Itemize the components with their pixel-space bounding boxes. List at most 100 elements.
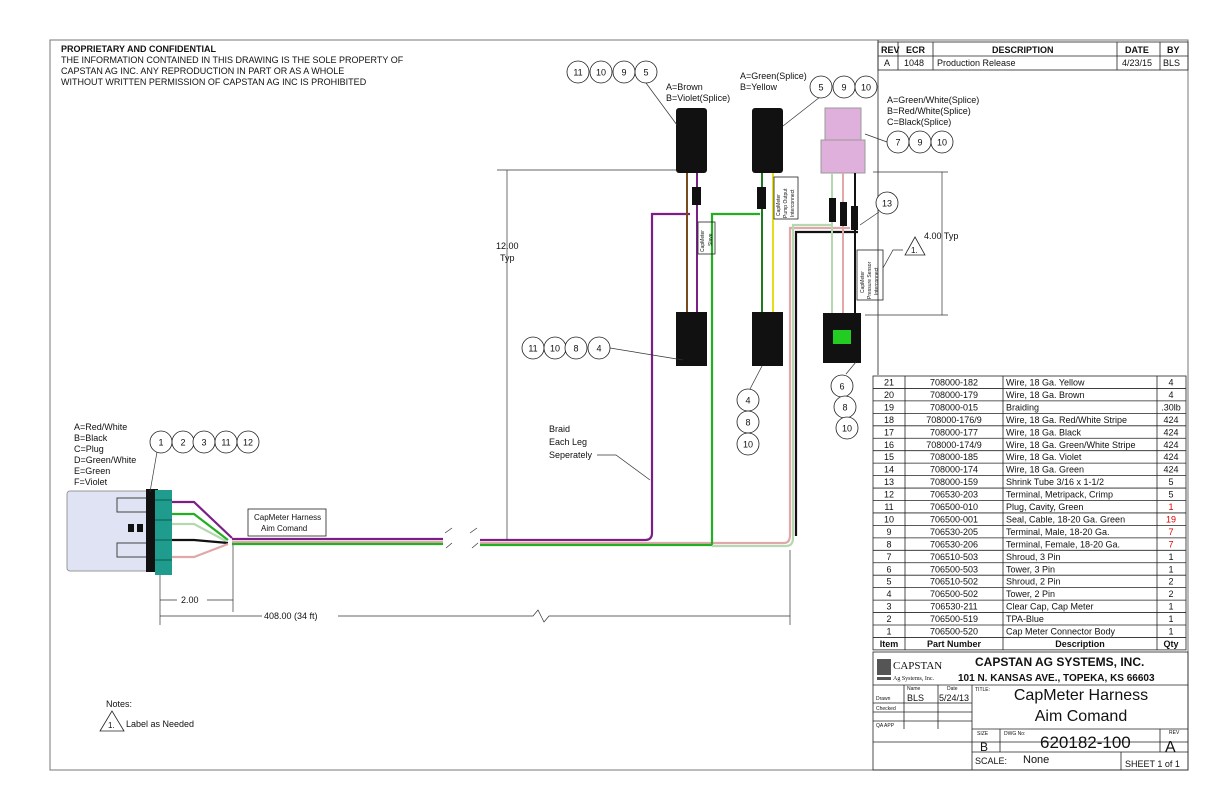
bom-header: Qty: [1163, 639, 1178, 649]
bom-header: Description: [1055, 639, 1105, 649]
label-text: Checked: [876, 706, 896, 712]
label-text: 9: [621, 68, 626, 78]
bom-qty: 1: [1168, 614, 1173, 624]
bom-qty: .30lb: [1161, 402, 1181, 412]
connector-shroud-3: [820, 107, 866, 363]
item-balloon: 8: [564, 336, 588, 360]
label-text: REV: [1169, 730, 1180, 736]
bom-item: 15: [884, 452, 894, 462]
date-value: 4/23/15: [1122, 58, 1152, 68]
drawing-title: CapMeter Harness: [1014, 687, 1148, 704]
bom-qty: 1: [1168, 602, 1173, 612]
ecr-value: 1048: [904, 58, 924, 68]
bom-part-number: 708000-174: [930, 465, 978, 475]
proprietary-notice: PROPRIETARY AND CONFIDENTIAL THE INFORMA…: [61, 44, 404, 87]
label-text: Typ: [500, 253, 515, 263]
label-text: CapMeter: [700, 230, 706, 252]
label-text: 11: [573, 68, 582, 78]
slave-label: CapMeter Slave: [697, 221, 716, 255]
label-text: 10: [596, 68, 606, 78]
bom-description: Tower, 3 Pin: [1006, 564, 1055, 574]
bom-part-number: 706500-001: [930, 514, 978, 524]
label-text: TITLE:: [975, 687, 990, 693]
drawn-by: BLS: [907, 693, 924, 703]
bom-part-number: 708000-185: [930, 452, 978, 462]
bom-description: Seal, Cable, 18-20 Ga. Green: [1006, 514, 1125, 524]
bom-description: Shrink Tube 3/16 x 1-1/2: [1006, 477, 1104, 487]
bom-item: 8: [886, 539, 891, 549]
label-text: 11: [528, 344, 537, 354]
label-text: CapMeter: [860, 271, 866, 293]
bom-item: 2: [886, 614, 891, 624]
drawn-date: 5/24/13: [939, 693, 969, 703]
notice-line: WITHOUT WRITTEN PERMISSION OF CAPSTAN AG…: [61, 77, 367, 87]
bom-description: Terminal, Metripack, Crimp: [1006, 490, 1113, 500]
bom-part-number: 706500-502: [930, 589, 978, 599]
bom-qty: 7: [1168, 527, 1173, 537]
item-balloon: 4: [736, 388, 760, 412]
bom-qty: 7: [1168, 539, 1173, 549]
bom-part-number: 706530-211: [930, 602, 977, 612]
label-text: 4.00 Typ: [924, 231, 958, 241]
notice-line: CAPSTAN AG INC. ANY REPRODUCTION IN PART…: [61, 66, 344, 76]
label-text: 5: [818, 83, 823, 93]
bom-item: 18: [884, 415, 894, 425]
label-text: 6: [839, 382, 844, 392]
label-text: E=Green: [74, 466, 110, 476]
label-text: A=Green(Splice): [740, 71, 807, 81]
bom-item: 21: [884, 378, 894, 388]
bom-description: Terminal, Male, 18-20 Ga.: [1006, 527, 1110, 537]
capstan-logo: CAPSTAN Ag Systems, Inc.: [877, 659, 942, 682]
connector-2-pinout: A=Green(Splice) B=Yellow: [740, 71, 807, 92]
notice-heading: PROPRIETARY AND CONFIDENTIAL: [61, 44, 217, 54]
bom-description: Wire, 18 Ga. Violet: [1006, 452, 1082, 462]
label-text: C=Black(Splice): [887, 117, 951, 127]
rev-header: REV: [881, 45, 900, 55]
label-text: CapMeter Harness: [254, 513, 321, 522]
label-text: 5: [643, 68, 648, 78]
connector-body: [155, 490, 172, 575]
bom-part-number: 708000-015: [930, 402, 978, 412]
bom-item: 11: [884, 502, 893, 512]
connector-3-pinout: A=Green/White(Splice) B=Red/White(Splice…: [887, 95, 979, 127]
label-text: Interconnect: [874, 267, 880, 295]
bom-item: 6: [886, 564, 891, 574]
label-text: 408.00 (34 ft): [264, 611, 318, 621]
label-text: Braid: [549, 424, 570, 434]
label-text: Notes:: [106, 699, 132, 709]
description-value: Production Release: [937, 58, 1016, 68]
by-value: BLS: [1163, 58, 1180, 68]
item-balloon: 6: [830, 374, 854, 398]
bom-description: Clear Cap, Cap Meter: [1006, 602, 1094, 612]
bom-item: 5: [886, 577, 891, 587]
bom-item: 13: [884, 477, 894, 487]
item-balloon: 1: [149, 430, 173, 454]
bom-description: Cap Meter Connector Body: [1006, 627, 1116, 637]
notice-line: THE INFORMATION CONTAINED IN THIS DRAWIN…: [61, 55, 404, 65]
bom-qty: 19: [1166, 514, 1176, 524]
bom-item: 7: [886, 552, 891, 562]
label-text: Name: [907, 686, 921, 692]
label-text: Each Leg: [549, 437, 587, 447]
revision-table: REV ECR DESCRIPTION DATE BY A 1048 Produ…: [877, 40, 1189, 375]
bom-description: Shroud, 3 Pin: [1006, 552, 1061, 562]
dimension-4-typ: 4.00 Typ 1.: [865, 171, 958, 316]
bom-description: Tower, 2 Pin: [1006, 589, 1055, 599]
item-balloon: 2: [171, 430, 195, 454]
label-text: 8: [573, 344, 578, 354]
item-balloon: 11: [214, 430, 238, 454]
item-balloon: 10: [736, 432, 760, 456]
bom-item: 16: [884, 440, 894, 450]
label-text: 10: [842, 424, 852, 434]
bom-description: Wire, 18 Ga. Yellow: [1006, 378, 1085, 388]
item-balloon: 8: [736, 410, 760, 434]
label-text: 11: [221, 438, 230, 448]
